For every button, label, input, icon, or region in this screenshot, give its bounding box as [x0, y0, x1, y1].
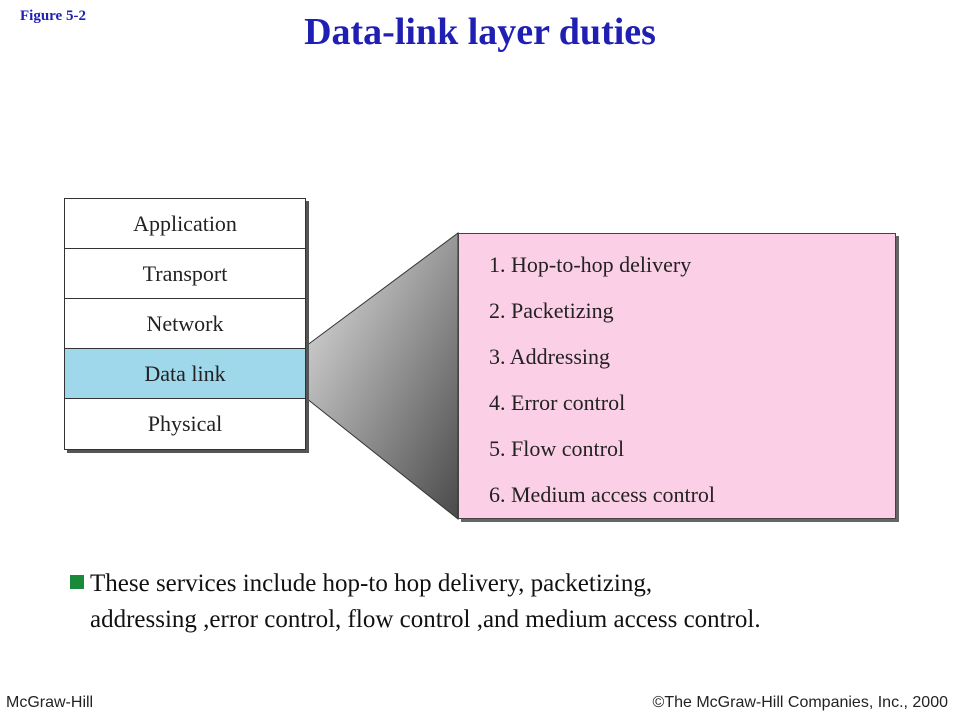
bullet-text: These services include hop-to hop delive… [70, 566, 950, 638]
duty-item: 3. Addressing [489, 344, 610, 369]
bullet-line-1: These services include hop-to hop delive… [90, 570, 653, 597]
layer-transport: Transport [65, 249, 305, 299]
figure-label: Figure 5-2 [20, 8, 86, 24]
layer-network: Network [65, 299, 305, 349]
layer-physical: Physical [147, 411, 223, 436]
duty-item: 2. Packetizing [489, 298, 614, 323]
duty-item: 5. Flow control [489, 436, 625, 461]
layer-application: Application [65, 199, 305, 249]
duty-item: 1. Hop-to-hop delivery [489, 252, 692, 277]
bullet-line-2: addressing ,error control, flow control … [90, 606, 761, 633]
duties-box: 1. Hop-to-hop delivery 2. Packetizing 3.… [458, 233, 896, 519]
layer-data-link: Data link [65, 349, 305, 399]
osi-layer-stack: Application Transport Network Data link … [64, 198, 306, 450]
connector-wedge [305, 232, 459, 521]
duty-item: 6. Medium access control [489, 482, 716, 507]
duty-item: 4. Error control [489, 390, 626, 415]
footer-copyright: ©The McGraw-Hill Companies, Inc., 2000 [652, 694, 948, 711]
bullet-square-icon [70, 575, 84, 589]
footer-publisher: McGraw-Hill [6, 694, 94, 711]
page-title: Data-link layer duties [304, 11, 656, 53]
